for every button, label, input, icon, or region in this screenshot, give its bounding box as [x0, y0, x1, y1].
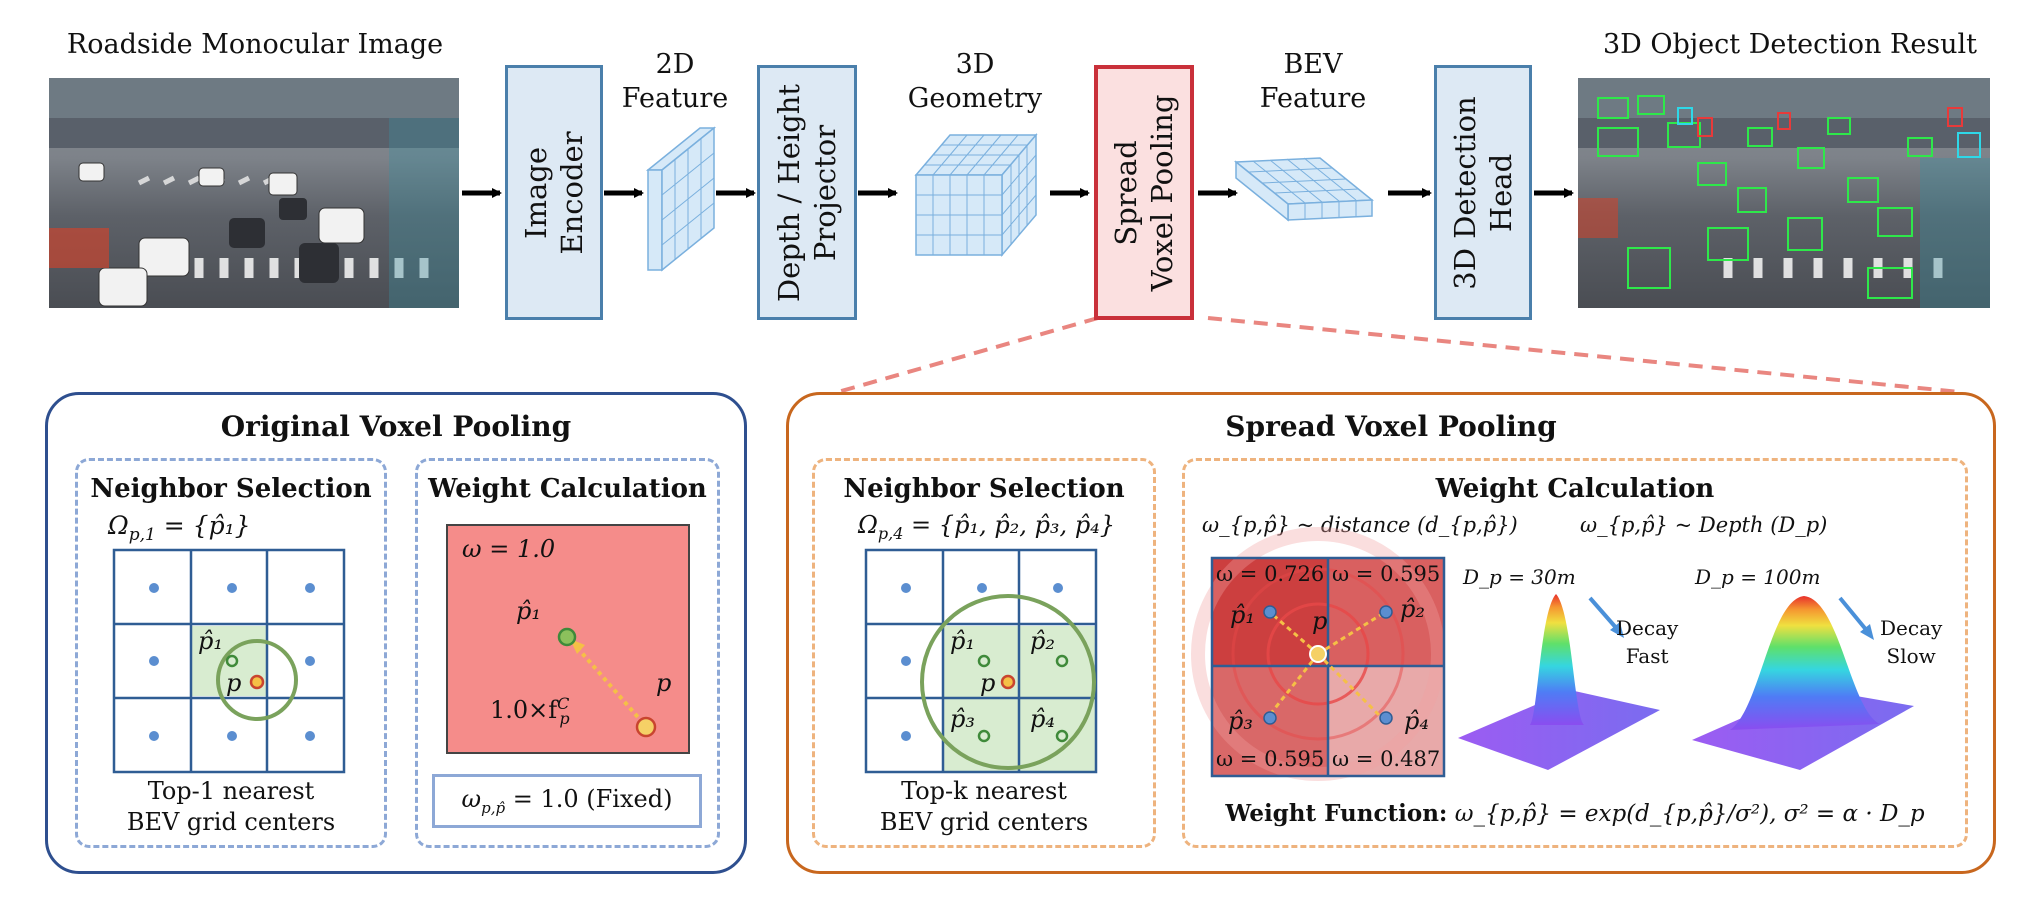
spread-grid-label-p3: p̂₃: [950, 705, 975, 733]
original-fixed-formula: ωp,p̂ = 1.0 (Fixed): [461, 785, 673, 817]
spread-grid-label-p4: p̂₄: [1030, 705, 1055, 733]
weight-function-label: Weight Function:: [1225, 800, 1448, 827]
spread-dist-label: ω_{p,p̂} ~ distance (d_{p,p̂}): [1202, 513, 1518, 537]
original-set-member: p̂₁: [208, 511, 235, 540]
roadside-scene-art: [49, 78, 459, 308]
original-set-formula: Ωp,1 = {p̂₁}: [108, 511, 251, 545]
spread-set-formula: Ωp,4 = {p̂₁, p̂₂, p̂₃, p̂₄}: [858, 511, 1116, 543]
heatmap-label-p1: p̂₁: [1230, 601, 1255, 629]
weight-value-3: ω = 0.595: [1216, 747, 1325, 771]
spread-grid-label-p1: p̂₁: [950, 627, 975, 655]
original-feature-text: 1.0×fCp: [490, 694, 570, 728]
input-image-title: Roadside Monocular Image: [66, 29, 444, 60]
spread-panel-title: Spread Voxel Pooling: [1225, 410, 1557, 443]
detection-scene-art: [1578, 78, 1990, 308]
original-weight-p: p: [656, 669, 672, 697]
heatmap-label-p4: p̂₄: [1404, 707, 1429, 735]
original-grid-label-p1: p̂₁: [198, 627, 223, 655]
heatmap-label-p: p: [1312, 607, 1328, 635]
original-neighbor-title: Neighbor Selection: [90, 474, 372, 504]
depth-100m-label: D_p = 100m: [1695, 565, 1821, 589]
original-panel-title: Original Voxel Pooling: [220, 410, 572, 443]
weight-function-formula: ω_{p,p̂} = exp(d_{p,p̂}/σ²), σ² = α · D_…: [1454, 801, 1925, 827]
original-weight-p1: p̂₁: [516, 597, 541, 625]
original-neighbor-box: [75, 458, 387, 848]
original-omega-text: ω = 1.0: [462, 535, 556, 563]
original-weight-box: [415, 458, 720, 848]
detection-result-image: [1578, 78, 1990, 308]
roadside-image: [49, 78, 459, 308]
heatmap-label-p2: p̂₂: [1400, 595, 1425, 623]
spread-weight-title: Weight Calculation: [1435, 474, 1715, 504]
depth-30m-label: D_p = 30m: [1463, 565, 1576, 589]
spread-neighbor-box: [812, 458, 1156, 848]
spread-depth-label: ω_{p,p̂} ~ Depth (D_p): [1580, 513, 1828, 537]
weight-function: Weight Function: ω_{p,p̂} = exp(d_{p,p̂}…: [1182, 798, 1968, 830]
spread-grid-label-p2: p̂₂: [1030, 627, 1055, 655]
output-title: 3D Object Detection Result: [1602, 29, 1978, 60]
spread-weight-box: [1182, 458, 1968, 848]
heatmap-label-p3: p̂₃: [1228, 707, 1253, 735]
spread-grid-label-p: p: [980, 669, 996, 697]
original-weight-title: Weight Calculation: [428, 474, 707, 504]
weight-value-1: ω = 0.726: [1216, 562, 1325, 586]
original-grid-label-p: p: [226, 669, 242, 697]
weight-value-4: ω = 0.487: [1332, 747, 1441, 771]
original-fixed-formula-box: [432, 774, 702, 828]
spread-neighbor-title: Neighbor Selection: [843, 474, 1125, 504]
weight-value-2: ω = 0.595: [1332, 562, 1441, 586]
